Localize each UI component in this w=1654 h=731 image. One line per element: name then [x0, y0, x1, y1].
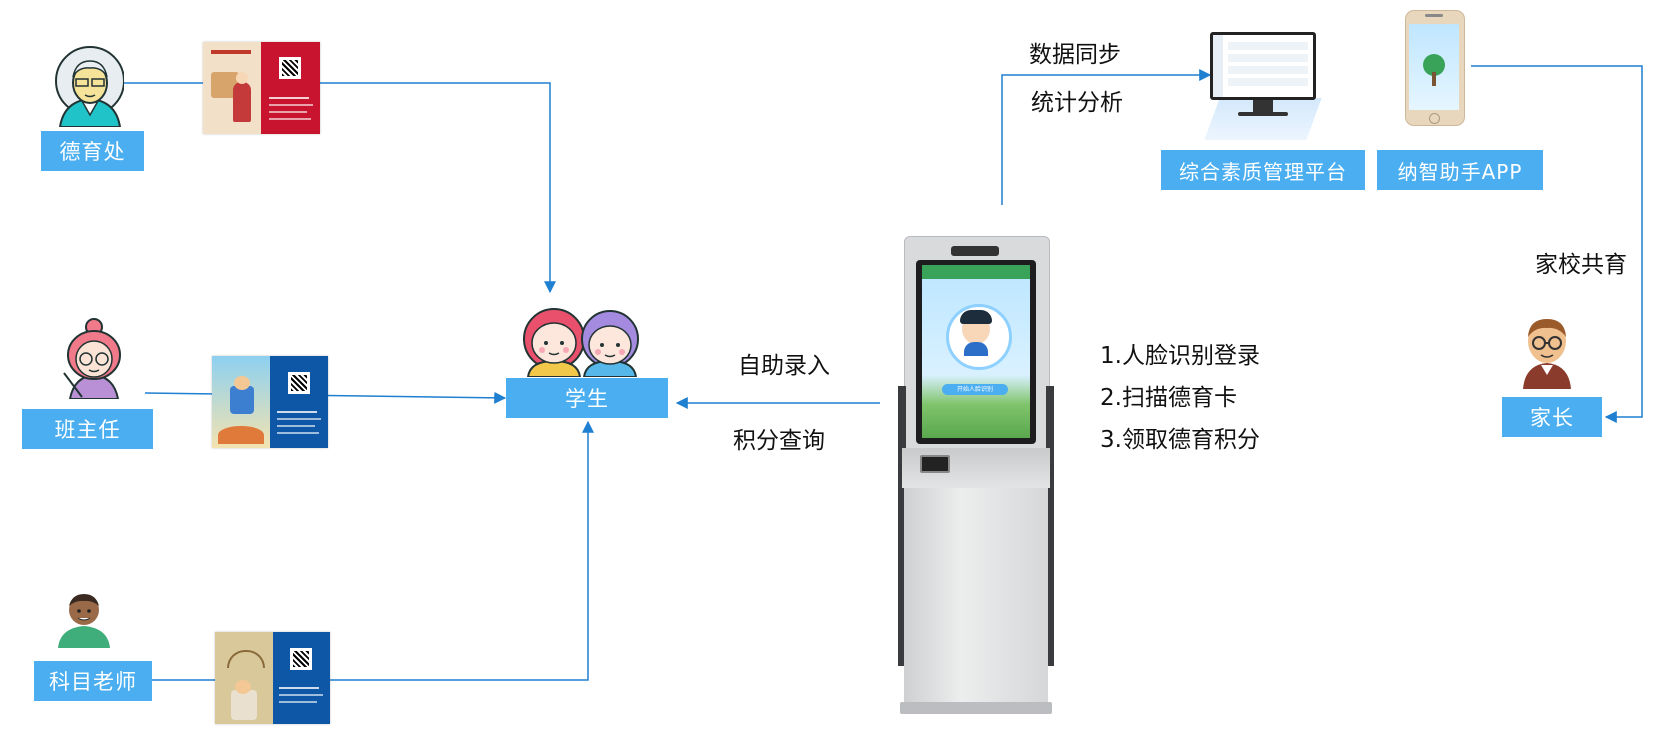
step-item: 2.扫描德育卡: [1100, 385, 1237, 411]
head-teacher-card: [212, 356, 328, 448]
moral-office-avatar-icon: [52, 45, 125, 128]
data-sync-label: 数据同步: [1029, 42, 1121, 68]
stats-label: 统计分析: [1031, 90, 1123, 116]
phone-icon: [1405, 10, 1465, 126]
head-teacher-label: 班主任: [22, 409, 153, 449]
subject-teacher-avatar-icon: [56, 592, 112, 648]
kiosk-steps-list: 1.人脸识别登录 2.扫描德育卡 3.领取德育积分: [1100, 335, 1260, 461]
students-avatar-icon: [520, 303, 644, 378]
self-entry-label: 自助录入: [738, 353, 830, 379]
monitor-icon: [1198, 28, 1328, 144]
parent-avatar-icon: [1521, 315, 1573, 389]
step-item: 3.领取德育积分: [1100, 427, 1260, 453]
management-platform-label: 综合素质管理平台: [1161, 150, 1365, 190]
kiosk-icon: 开始人脸识别: [898, 236, 1054, 714]
kiosk-to-platform-line: [1001, 69, 1212, 205]
subject-teacher-label: 科目老师: [34, 661, 152, 701]
step-item: 1.人脸识别登录: [1100, 343, 1260, 369]
kiosk-screen-button[interactable]: 开始人脸识别: [942, 384, 1008, 395]
subject-teacher-card: [215, 632, 330, 724]
head-teacher-avatar-icon: [60, 315, 128, 400]
moral-card-1: [203, 42, 320, 134]
student-label: 学生: [506, 378, 668, 418]
home-school-label: 家校共育: [1535, 252, 1627, 278]
moral-office-label: 德育处: [41, 131, 144, 171]
moral-office-to-student-line: [122, 82, 556, 294]
app-to-parent-line: [1471, 65, 1643, 423]
points-query-label: 积分查询: [733, 428, 825, 454]
parent-label: 家长: [1502, 397, 1602, 437]
app-label: 纳智助手APP: [1377, 150, 1543, 190]
